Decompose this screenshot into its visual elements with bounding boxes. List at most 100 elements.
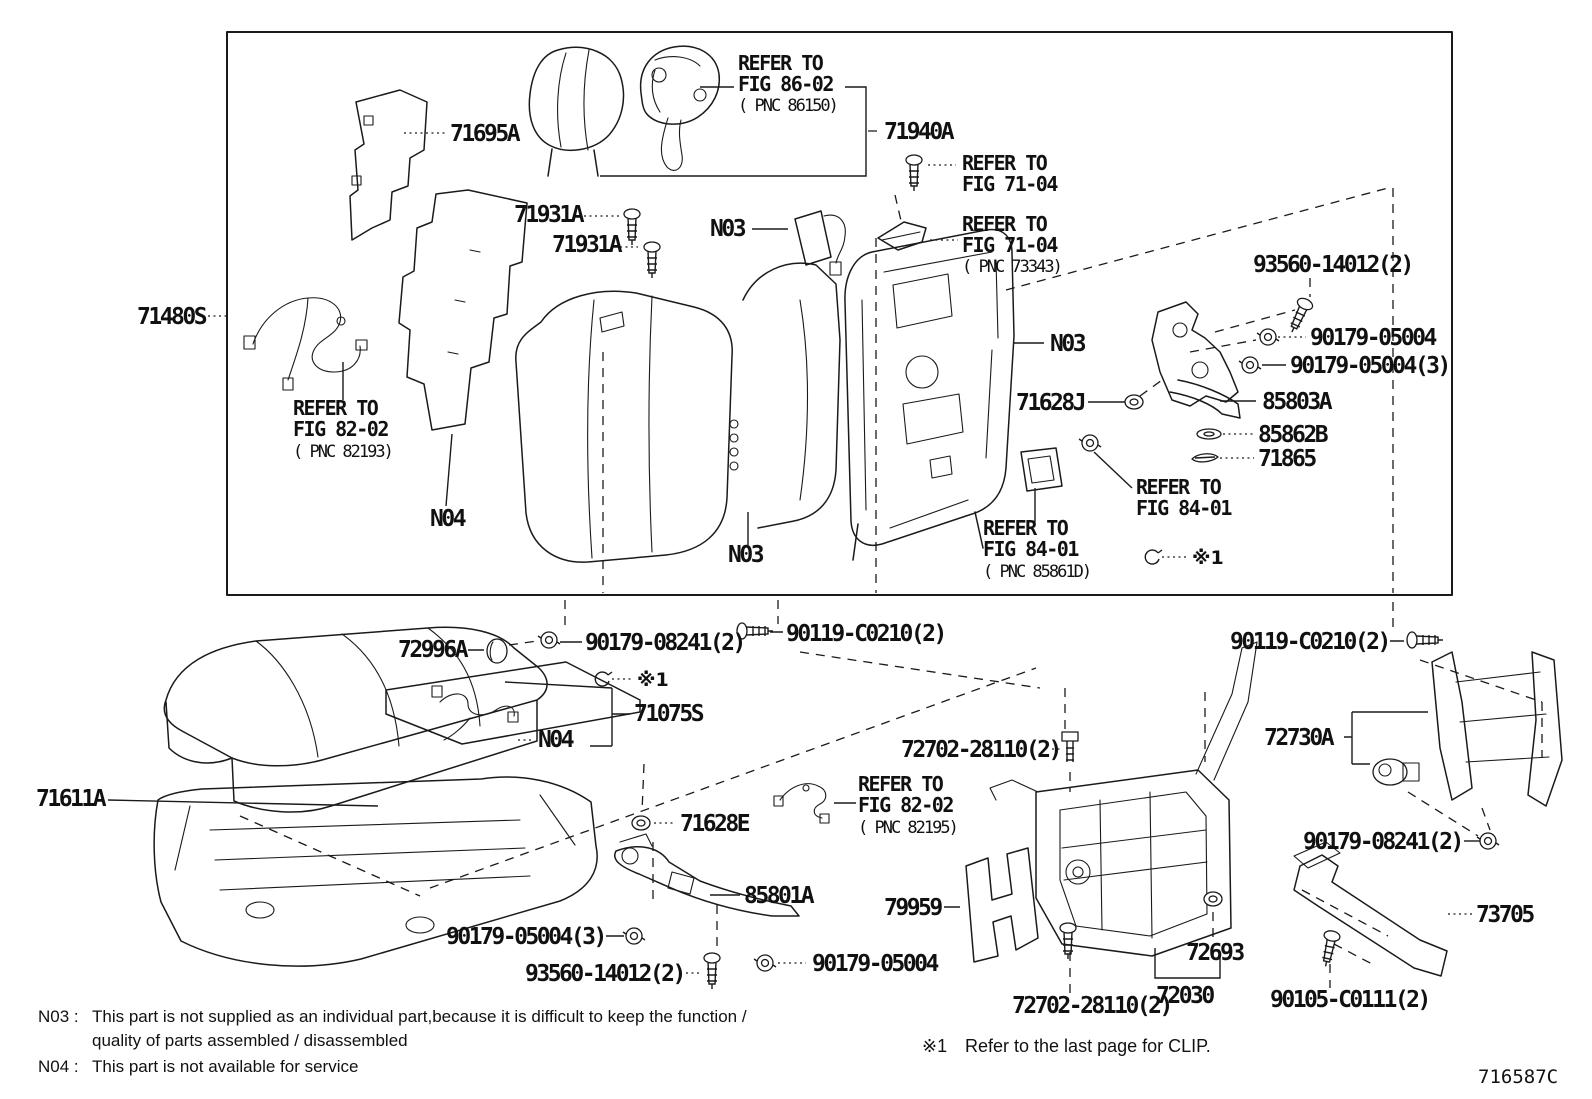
label-pnc-82193: ( PNC 82193) [293,442,392,462]
nut-icon [1256,328,1280,346]
back-pad-sheet-drawing [398,189,528,431]
label-90179-08241-1[interactable]: 90179-08241(2) [585,630,746,656]
note-n03-line1: This part is not supplied as an individu… [92,1007,747,1026]
bracket-72730A [1344,711,1428,765]
label-79959[interactable]: 79959 [884,895,945,921]
headrest-frame-drawing [639,45,721,171]
center-frame-drawing [989,641,1258,957]
label-72730A[interactable]: 72730A [1264,725,1337,751]
label-90179-05004-3[interactable]: 90179-05004(3) [446,924,607,950]
clip-note-symbol: ※1 [922,1036,947,1056]
nut-icon [1238,356,1262,374]
label-71611A[interactable]: 71611A [36,786,109,812]
label-71931A-1[interactable]: 71931A [514,202,587,228]
label-N03-1[interactable]: N03 [710,216,748,242]
label-pnc-73343: ( PNC 73343) [962,257,1061,277]
label-90179-08241-2[interactable]: 90179-08241(2) [1303,829,1464,855]
drawing-code: 716587C [1478,1066,1558,1088]
label-72702-28110-1[interactable]: 72702-28110(2) [901,737,1062,763]
label-85803A[interactable]: 85803A [1262,389,1335,415]
recliner-frame-drawing [1372,651,1563,807]
label-90105-C0111[interactable]: 90105-C0111(2) [1270,987,1431,1013]
label-85801A[interactable]: 85801A [744,883,817,909]
label-71075S[interactable]: 71075S [634,701,706,727]
label-72996A[interactable]: 72996A [398,637,471,663]
seatback-pad-drawing [729,262,841,529]
label-71695A[interactable]: 71695A [450,121,523,147]
label-90179-05004-2[interactable]: 90179-05004(3) [1290,353,1451,379]
bracket-strap-drawing [1293,841,1448,977]
label-N03-2[interactable]: N03 [1050,331,1088,357]
label-N04-2[interactable]: N04 [538,727,576,753]
sensor-part-drawing [794,210,846,276]
label-72702-28110-2[interactable]: 72702-28110(2) [1012,993,1173,1019]
screw-icon [905,154,923,192]
cushion-frame-drawing [153,776,598,967]
footer: ※1 Refer to the last page for CLIP. 7165… [922,1036,1558,1088]
note-n04-line1: This part is not available for service [92,1057,358,1076]
screw-icon [1059,922,1077,960]
label-72030[interactable]: 72030 [1156,983,1217,1009]
construction-lines [239,130,1543,996]
label-93560-14012-2[interactable]: 93560-14012(2) [525,961,686,987]
note-n03-prefix: N03 : [38,1007,79,1026]
label-N03-3[interactable]: N03 [728,542,766,568]
screw-icon [623,208,641,246]
nut-icon [1078,434,1102,452]
label-73705[interactable]: 73705 [1476,902,1537,928]
bracket-72030 [1154,948,1221,979]
seatback-frame-drawing [844,228,1015,561]
bolt-icon [1061,731,1079,763]
screw-icon [1406,631,1444,649]
nut-icon [537,631,561,649]
clip-icon [1191,453,1219,463]
label-93560-14012-1[interactable]: 93560-14012(2) [1253,252,1414,278]
bracket-71075S [504,681,630,747]
grommet-icon [631,815,651,831]
label-pnc-82195: ( PNC 82195) [858,818,957,838]
label-90119-C0210-2[interactable]: 90119-C0210(2) [1230,629,1391,655]
note-n03-line2: quality of parts assembled / disassemble… [92,1031,408,1050]
label-90179-05004-4[interactable]: 90179-05004 [812,951,941,977]
label-pnc-86150: ( PNC 86150) [738,96,837,116]
label-71931A-2[interactable]: 71931A [552,232,625,258]
assembly-box [226,31,1453,596]
note-n04-prefix: N04 : [38,1057,79,1076]
leg-bar-drawing [614,833,800,917]
label-N04-1[interactable]: N04 [430,506,468,532]
label-71628E[interactable]: 71628E [680,811,752,837]
label-clip-2: ※1 [637,669,669,691]
seatback-board-drawing [349,89,428,241]
seatback-harness-drawing [243,297,368,391]
leader-lines [107,86,1480,979]
label-71480S[interactable]: 71480S [137,304,209,330]
label-90119-C0210-1[interactable]: 90119-C0210(2) [786,621,947,647]
label-85862B[interactable]: 85862B [1258,422,1331,448]
cap-icon [486,638,508,664]
label-90179-05004-1[interactable]: 90179-05004 [1310,325,1439,351]
label-71940A[interactable]: 71940A [884,119,957,145]
cushion-pad-drawing [385,661,641,745]
screw-icon [1317,928,1342,969]
side-cover-drawing [965,847,1039,963]
label-72693[interactable]: 72693 [1186,940,1247,966]
label-pnc-85861D: ( PNC 85861D) [983,562,1090,582]
striker-wedge-drawing [877,221,927,251]
washer-icon [1196,428,1222,440]
bracket-71940A [600,86,867,177]
notes-block: N03 : This part is not supplied as an in… [38,1007,747,1076]
label-71865[interactable]: 71865 [1258,446,1319,472]
label-71628J[interactable]: 71628J [1016,390,1087,416]
nut-icon [753,954,777,972]
seatback-cover-drawing [515,290,733,563]
